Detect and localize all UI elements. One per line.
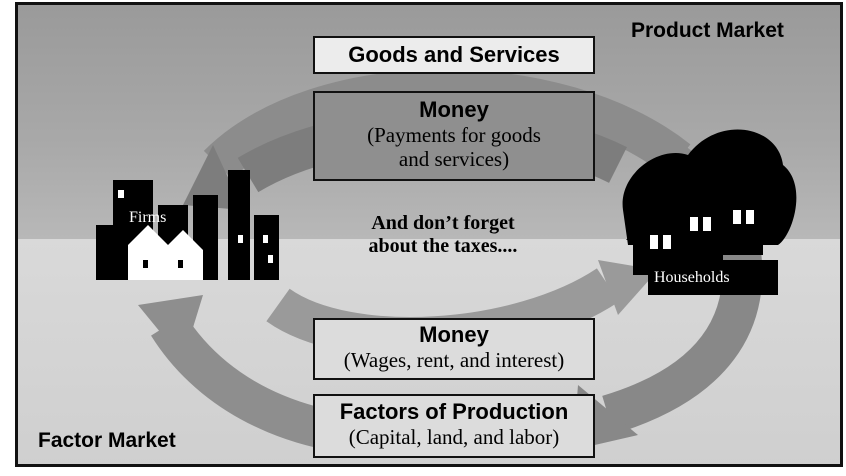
goods-and-services-box: Goods and Services bbox=[313, 36, 595, 74]
factor-market-label: Factor Market bbox=[38, 429, 176, 452]
factors-of-production-box: Factors of Production (Capital, land, an… bbox=[313, 394, 595, 458]
money-payments-box: Money (Payments for goods and services) bbox=[313, 91, 595, 181]
taxes-note: And don’t forget about the taxes.... bbox=[368, 212, 518, 257]
house-icon bbox=[622, 129, 797, 295]
money-wages-box: Money (Wages, rent, and interest) bbox=[313, 318, 595, 380]
arrowhead-bottom-left bbox=[138, 295, 203, 360]
households-label: Households bbox=[654, 269, 730, 286]
factory-icon bbox=[96, 170, 279, 280]
money-wages-title: Money bbox=[419, 322, 489, 347]
flow-cycle bbox=[96, 69, 797, 457]
factors-of-production-subtitle: (Capital, land, and labor) bbox=[348, 425, 560, 449]
firms-label: Firms bbox=[129, 209, 167, 226]
factors-of-production-title: Factors of Production bbox=[339, 399, 569, 424]
product-market-label: Product Market bbox=[631, 19, 784, 42]
goods-and-services-title: Goods and Services bbox=[348, 42, 560, 67]
money-wages-subtitle: (Wages, rent, and interest) bbox=[343, 348, 565, 372]
money-payments-title: Money bbox=[419, 97, 489, 122]
circular-flow-diagram: Product Market Factor Market Goods and S… bbox=[15, 2, 843, 467]
outer-arrow-top bbox=[203, 69, 691, 180]
money-payments-subtitle: (Payments for goods and services) bbox=[367, 123, 541, 171]
